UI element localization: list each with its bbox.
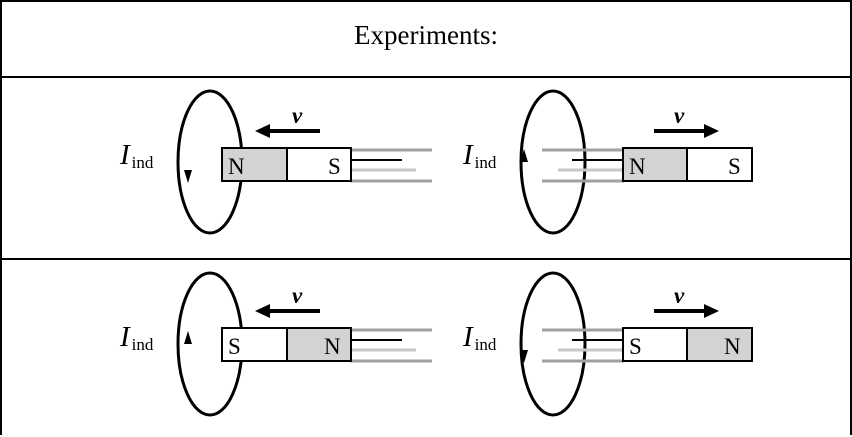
- velocity-label-3: v: [292, 283, 303, 308]
- magnet-label-left-3: S: [228, 334, 241, 359]
- current-arrow-up-icon: [184, 331, 192, 344]
- magnet-pole-n: [686, 327, 753, 362]
- magnet-pole-s: [286, 147, 352, 182]
- velocity-label-2: v: [674, 103, 685, 128]
- magnet-pole-n: [286, 327, 352, 362]
- velocity-label-4: v: [674, 283, 685, 308]
- magnet-pole-s: [622, 327, 688, 362]
- magnet-label-left-2: N: [629, 154, 646, 179]
- magnet-pole-s: [221, 327, 288, 362]
- velocity-arrow-left-icon: [255, 304, 270, 318]
- table-header-row: Experiments:: [2, 2, 850, 78]
- velocity-arrow-right-icon: [704, 124, 719, 138]
- magnet-label-right-4: N: [724, 334, 741, 359]
- current-loop-4: [519, 271, 587, 417]
- magnet-pole-s: [686, 147, 753, 182]
- magnet-label-right-2: S: [728, 154, 741, 179]
- current-arrow-up-icon: [520, 149, 528, 162]
- current-loop-2: [519, 89, 587, 235]
- magnet-label-right-1: S: [328, 154, 341, 179]
- magnet-label-left-1: N: [228, 154, 245, 179]
- current-arrow-down-icon: [520, 350, 528, 363]
- magnet-pole-n: [622, 147, 688, 182]
- magnet-label-right-3: N: [324, 334, 341, 359]
- magnet-label-left-4: S: [629, 334, 642, 359]
- velocity-label-1: v: [292, 103, 303, 128]
- magnet-pole-n: [221, 147, 288, 182]
- current-arrow-down-icon: [184, 170, 192, 183]
- table-title: Experiments:: [354, 20, 498, 50]
- velocity-arrow-right-icon: [704, 304, 719, 318]
- velocity-arrow-left-icon: [255, 124, 270, 138]
